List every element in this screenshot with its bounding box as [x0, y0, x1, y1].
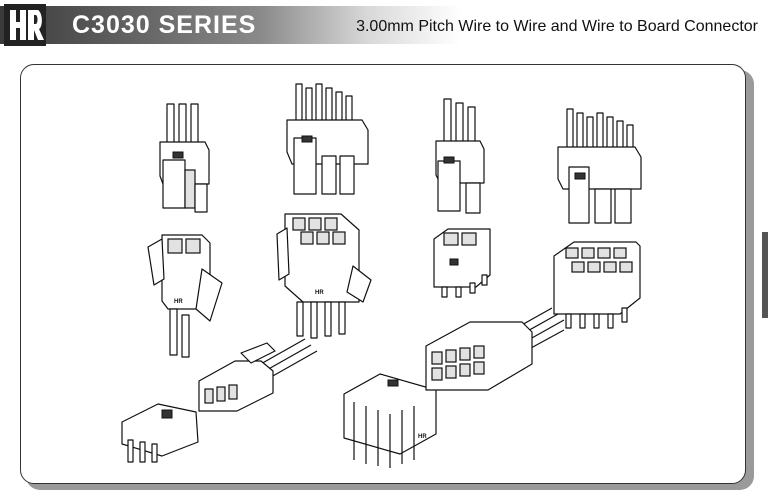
plug-housing-3pin-alt [430, 95, 490, 217]
plug-housing-8pin [284, 80, 374, 200]
receptacle-housing-4pin: HR [140, 225, 235, 360]
edge-tab [762, 232, 768, 318]
receptacle-housing-8pin: HR [275, 210, 375, 340]
header-band [0, 6, 768, 44]
header-4pin-vertical [430, 225, 500, 300]
header-8pin-right-angle: HR [340, 370, 440, 470]
header-10pin-vertical [550, 238, 645, 333]
plug-housing-3pin [155, 100, 215, 215]
hr-logo-icon [4, 4, 46, 46]
mated-plug-receptacle-10pin [422, 300, 567, 400]
part-marking: HR [418, 434, 427, 440]
part-marking: HR [174, 299, 183, 305]
part-marking: HR [315, 290, 324, 296]
page-subtitle: 3.00mm Pitch Wire to Wire and Wire to Bo… [356, 18, 758, 35]
header-3pin-right-angle [118, 400, 203, 465]
mated-plug-receptacle-3pin [195, 335, 320, 415]
page-header: C3030 SERIES 3.00mm Pitch Wire to Wire a… [0, 0, 768, 48]
series-title: C3030 SERIES [72, 11, 257, 39]
plug-housing-10pin [555, 105, 645, 230]
